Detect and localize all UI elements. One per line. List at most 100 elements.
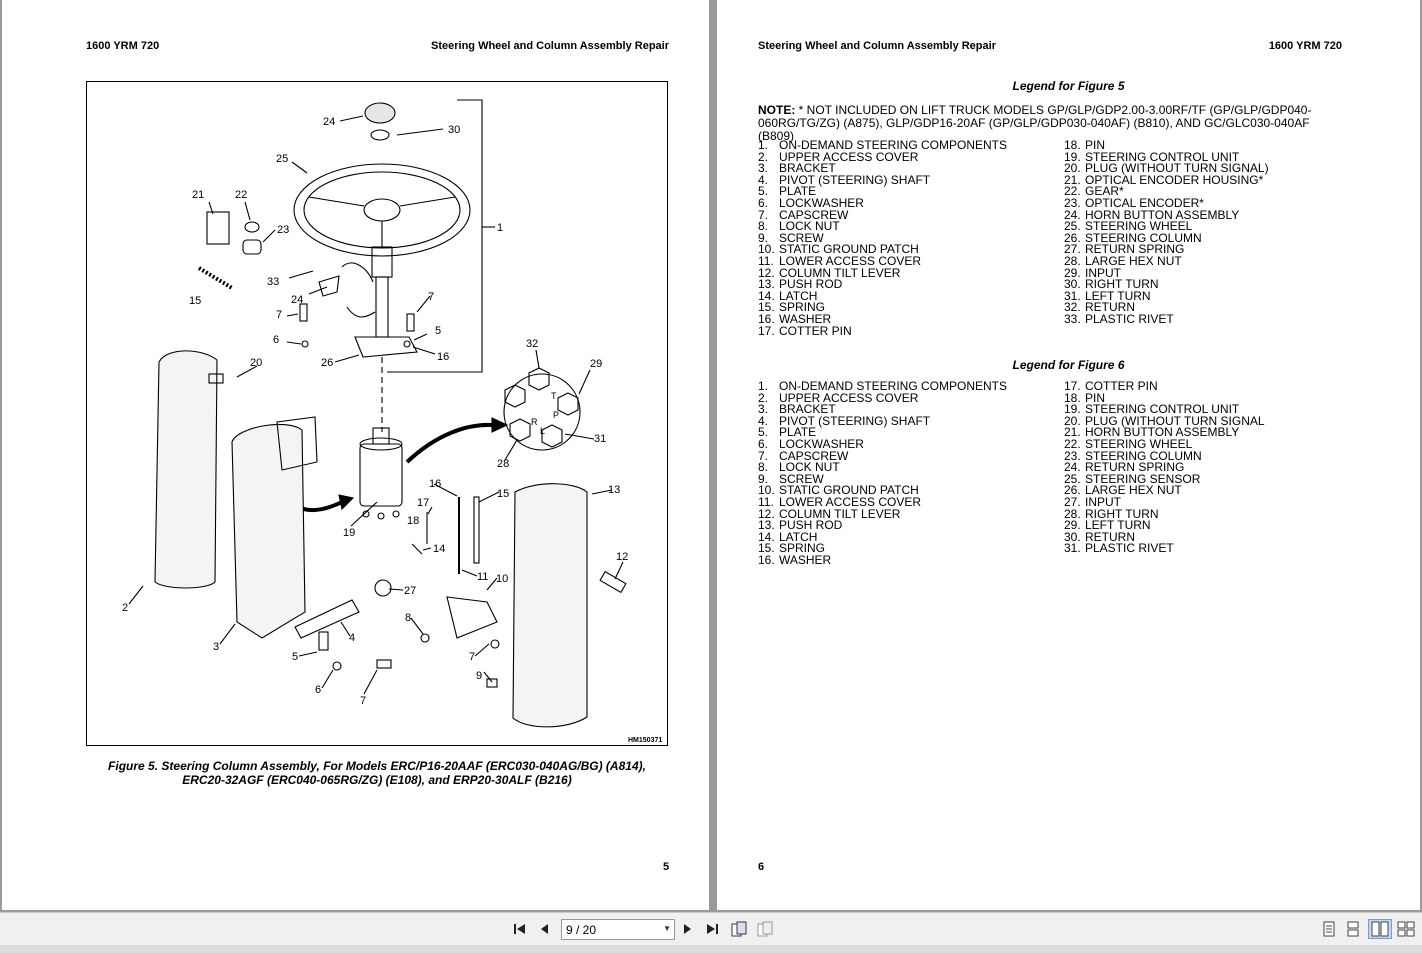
previous-page-button[interactable] — [535, 919, 555, 939]
legend-item-number: 26. — [1064, 483, 1081, 498]
legend-item-number: 8. — [758, 219, 769, 234]
legend-item-text: LOCK NUT — [779, 219, 840, 234]
legend-item: 10.STATIC GROUND PATCH — [758, 244, 1007, 256]
callout: 23 — [277, 224, 289, 236]
port-letter: L — [540, 426, 545, 436]
callout: 33 — [267, 276, 279, 288]
page-number-select[interactable]: 9 / 20 ▼ — [561, 919, 675, 940]
callout: 22 — [235, 189, 247, 201]
legend-item-number: 3. — [758, 161, 769, 176]
legend-item-text: GEAR* — [1085, 184, 1124, 199]
legend-item: 26.LARGE HEX NUT — [1064, 485, 1265, 497]
next-page-icon — [684, 924, 691, 934]
legend-item-number: 7. — [758, 207, 769, 222]
callout: 24 — [323, 116, 335, 128]
legend-item-text: UPPER ACCESS COVER — [779, 390, 919, 405]
callout: 15 — [497, 488, 509, 500]
legend-item-number: 10. — [758, 483, 775, 498]
legend-item: 6.LOCKWASHER — [758, 195, 1007, 210]
callout: 6 — [315, 684, 321, 696]
figure-caption-line: Figure 5. Steering Column Assembly, For … — [108, 759, 646, 773]
last-page-button[interactable] — [702, 919, 722, 939]
legend-item: 20.PLUG (WITHOUT TURN SIGNAL — [1064, 415, 1265, 428]
dropdown-arrow-icon: ▼ — [663, 924, 671, 933]
legend-item-text: LOCKWASHER — [779, 436, 864, 451]
legend-item-number: 2. — [758, 390, 769, 405]
callout: 19 — [343, 527, 355, 539]
legend-item-number: 32. — [1064, 300, 1081, 315]
legend-item-number: 26. — [1064, 230, 1081, 245]
legend-item-text: PIVOT (STEERING) SHAFT — [779, 172, 931, 187]
callout: 13 — [608, 484, 620, 496]
first-page-button[interactable] — [510, 919, 530, 939]
legend-item: 14.LATCH — [758, 288, 1007, 303]
legend-item: 26.STEERING COLUMN — [1064, 230, 1269, 245]
legend-item-text: LATCH — [779, 529, 818, 544]
legend-item-number: 5. — [758, 425, 769, 440]
legend-item-text: PLASTIC RIVET — [1085, 541, 1174, 556]
legend-item-text: PUSH ROD — [779, 518, 843, 533]
legend-item-text: STEERING CONTROL UNIT — [1085, 149, 1240, 164]
legend-item: 30.RIGHT TURN — [1064, 278, 1269, 291]
header-right: 1600 YRM 720 — [1268, 40, 1342, 52]
header-right: Steering Wheel and Column Assembly Repai… — [431, 40, 669, 52]
callout: 27 — [404, 585, 416, 597]
page-indicator: 9 / 20 — [566, 922, 597, 937]
figure-caption: Figure 5. Steering Column Assembly, For … — [86, 759, 668, 787]
legend-item: 5.PLATE — [758, 427, 1007, 439]
rotate-disabled-button[interactable] — [755, 919, 775, 939]
legend-item-text: WASHER — [779, 552, 832, 567]
legend-item-number: 9. — [758, 230, 769, 245]
legend-item: 12.COLUMN TILT LEVER — [758, 508, 1007, 521]
legend-item-text: STEERING SENSOR — [1085, 471, 1201, 486]
legend-item-number: 22. — [1064, 184, 1081, 199]
legend-item-number: 2. — [758, 149, 769, 164]
legend-item: 18.PIN — [1064, 138, 1269, 152]
legend-item: 27.RETURN SPRING — [1064, 244, 1269, 256]
legend-item: 1.ON-DEMAND STEERING COMPONENTS — [758, 139, 1007, 152]
callout: 4 — [349, 632, 355, 644]
legend-item-number: 18. — [1064, 138, 1081, 152]
status-bar — [0, 945, 1422, 953]
legend-item-number: 21. — [1064, 425, 1081, 440]
legend-item-number: 1. — [758, 379, 769, 393]
legend-item-text: CAPSCREW — [779, 207, 849, 222]
legend-item: 9.SCREW — [758, 473, 1007, 486]
legend-item-number: 14. — [758, 529, 775, 544]
callout: 20 — [250, 357, 262, 369]
legend-item-text: STEERING WHEEL — [1085, 219, 1193, 234]
legend-item-text: UPPER ACCESS COVER — [779, 149, 919, 164]
legend-item-number: 6. — [758, 436, 769, 451]
legend-item-number: 25. — [1064, 219, 1081, 234]
legend-item: 3.BRACKET — [758, 403, 1007, 416]
rotate-button[interactable] — [729, 919, 749, 939]
callout: 11 — [477, 571, 488, 583]
legend-item-number: 14. — [758, 288, 775, 303]
continuous-view-button[interactable] — [1343, 919, 1363, 939]
legend-item: 18.PIN — [1064, 392, 1265, 405]
legend-item-text: RETURN — [1085, 300, 1135, 315]
legend-item: 29.INPUT — [1064, 267, 1269, 280]
callout: 15 — [189, 295, 201, 307]
two-page-view-button[interactable] — [1368, 919, 1392, 939]
legend-item-number: 28. — [1064, 506, 1081, 521]
legend-item-number: 19. — [1064, 149, 1081, 164]
callout: 3 — [213, 641, 219, 653]
two-page-continuous-view-button[interactable] — [1396, 919, 1416, 939]
legend-item-text: CAPSCREW — [779, 448, 849, 463]
next-page-button[interactable] — [677, 919, 697, 939]
legend-item-text: LEFT TURN — [1085, 288, 1151, 303]
legend-item-text: PLATE — [779, 184, 817, 199]
legend-item: 2. UPPER ACCESS COVER — [758, 390, 1007, 405]
legend-item-number: 16. — [758, 311, 775, 326]
single-page-view-button[interactable] — [1319, 919, 1339, 939]
callout: 16 — [437, 351, 449, 363]
callout: 5 — [292, 651, 298, 663]
legend-item: 21.OPTICAL ENCODER HOUSING* — [1064, 174, 1269, 187]
legend-item-number: 6. — [758, 195, 769, 210]
legend-item-number: 31. — [1064, 541, 1081, 556]
